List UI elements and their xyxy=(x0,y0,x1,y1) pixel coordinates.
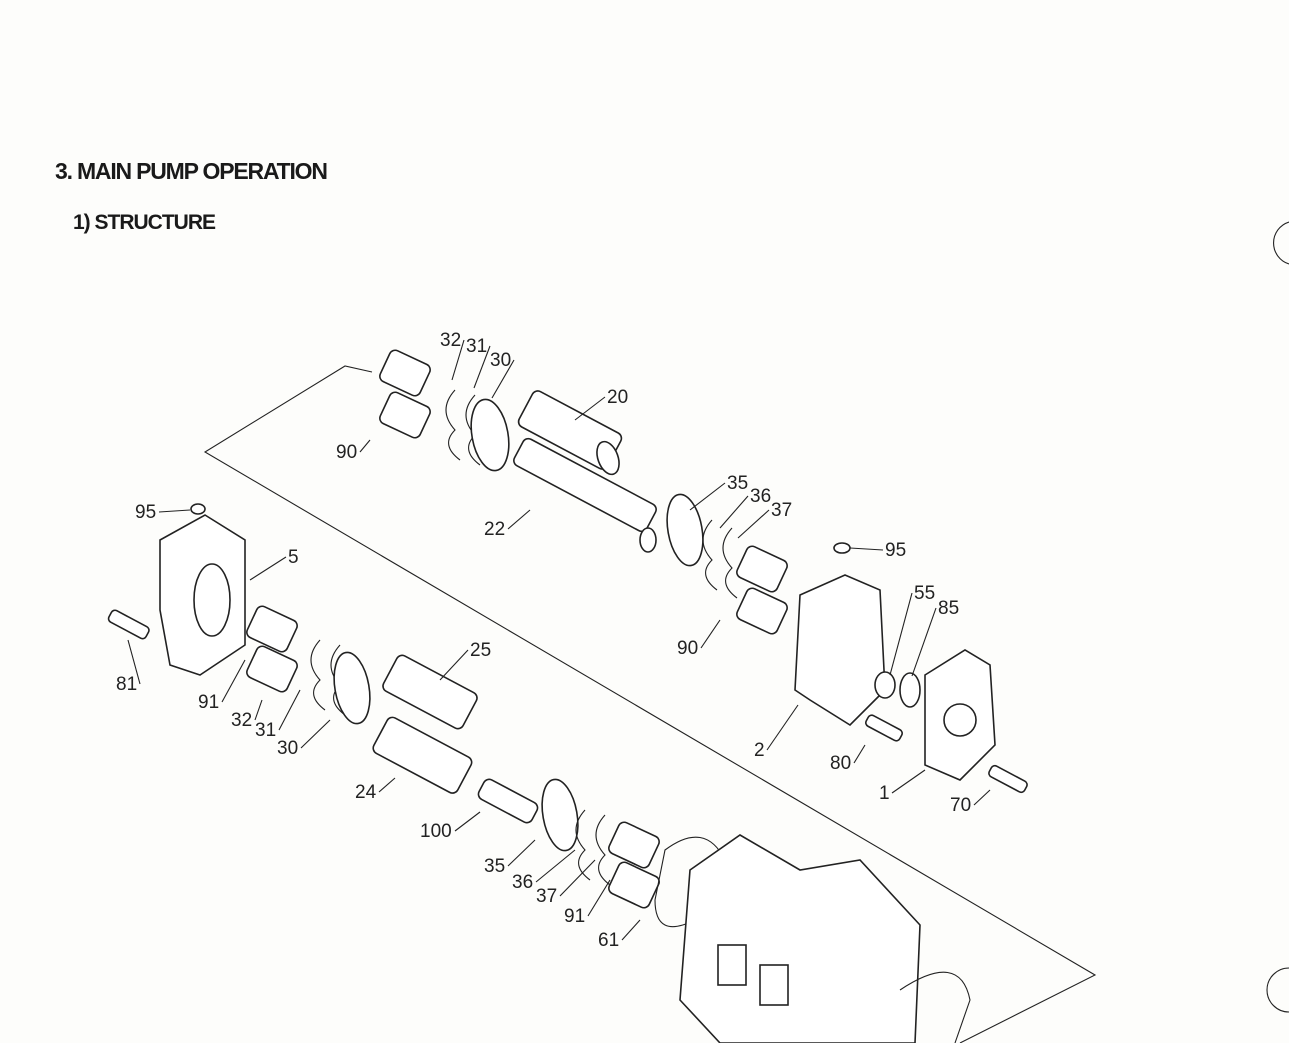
binder-hole xyxy=(1266,967,1289,1013)
leader-line xyxy=(491,359,515,399)
bushing-90 xyxy=(379,349,431,439)
leader-line xyxy=(737,509,770,539)
callout-90: 90 xyxy=(336,442,357,463)
leader-line xyxy=(473,345,491,389)
callout-36: 36 xyxy=(512,872,533,893)
leader-line xyxy=(359,439,371,453)
callout-30: 30 xyxy=(490,350,511,371)
gear-24 xyxy=(372,716,473,794)
callout-20: 20 xyxy=(607,387,628,408)
leader-line xyxy=(587,879,611,917)
callout-5: 5 xyxy=(288,547,299,568)
leader-line xyxy=(507,839,536,867)
callout-100: 100 xyxy=(420,821,452,842)
binder-hole xyxy=(1273,221,1289,265)
callout-91: 91 xyxy=(564,906,585,927)
shaft-22 xyxy=(513,437,657,553)
leader-line xyxy=(378,777,396,793)
assembly-outline xyxy=(203,365,1097,1043)
callout-35: 35 xyxy=(484,856,505,877)
leader-line xyxy=(853,744,866,764)
callout-1: 1 xyxy=(879,783,890,804)
leader-line xyxy=(891,769,926,794)
callout-25: 25 xyxy=(470,640,491,661)
callout-81: 81 xyxy=(116,674,137,695)
leader-line xyxy=(719,495,749,529)
leader-line xyxy=(535,849,576,883)
callout-35: 35 xyxy=(727,473,748,494)
callout-31: 31 xyxy=(255,720,276,741)
leader-line xyxy=(559,859,596,897)
callout-70: 70 xyxy=(950,795,971,816)
callout-30: 30 xyxy=(277,738,298,759)
leader-line xyxy=(439,649,469,681)
leader-line xyxy=(889,592,913,676)
plate-2 xyxy=(794,574,886,727)
callout-37: 37 xyxy=(771,500,792,521)
subsection-title: 1) STRUCTURE xyxy=(73,211,216,234)
callout-90: 90 xyxy=(677,638,698,659)
leader-line xyxy=(911,607,937,677)
gear-25 xyxy=(382,654,478,730)
leader-line xyxy=(158,509,191,513)
leader-line xyxy=(254,699,263,721)
parts-group xyxy=(107,349,1028,1043)
callout-80: 80 xyxy=(830,753,851,774)
leader-line xyxy=(221,659,246,703)
leader-line xyxy=(700,619,721,649)
callout-2: 2 xyxy=(754,740,765,761)
section-title: 3. MAIN PUMP OPERATION xyxy=(55,158,328,184)
spline-100 xyxy=(477,778,539,824)
leader-line xyxy=(849,547,884,551)
leader-line xyxy=(249,556,287,581)
leader-line xyxy=(454,811,481,832)
gear-20 xyxy=(517,390,623,476)
callout-91: 91 xyxy=(198,692,219,713)
leader-line xyxy=(973,789,991,806)
leader-line xyxy=(689,482,726,511)
leader-line xyxy=(451,339,465,381)
callout-32: 32 xyxy=(440,330,461,351)
leader-line xyxy=(127,639,141,685)
leader-line xyxy=(621,919,641,941)
callout-55: 55 xyxy=(914,583,935,604)
callout-32: 32 xyxy=(231,710,252,731)
callout-95: 95 xyxy=(885,540,906,561)
callout-37: 37 xyxy=(536,886,557,907)
callout-95: 95 xyxy=(135,502,156,523)
leader-line xyxy=(766,704,799,751)
leader-line xyxy=(507,509,531,530)
leader-line xyxy=(574,396,606,421)
pump-body xyxy=(679,834,921,1043)
callout-24: 24 xyxy=(355,782,377,803)
callout-36: 36 xyxy=(750,486,771,507)
leader-line xyxy=(278,689,301,731)
leader-line xyxy=(300,719,331,749)
callout-85: 85 xyxy=(938,598,959,619)
callout-31: 31 xyxy=(466,336,487,357)
callout-61: 61 xyxy=(598,930,619,951)
callout-22: 22 xyxy=(484,519,505,540)
